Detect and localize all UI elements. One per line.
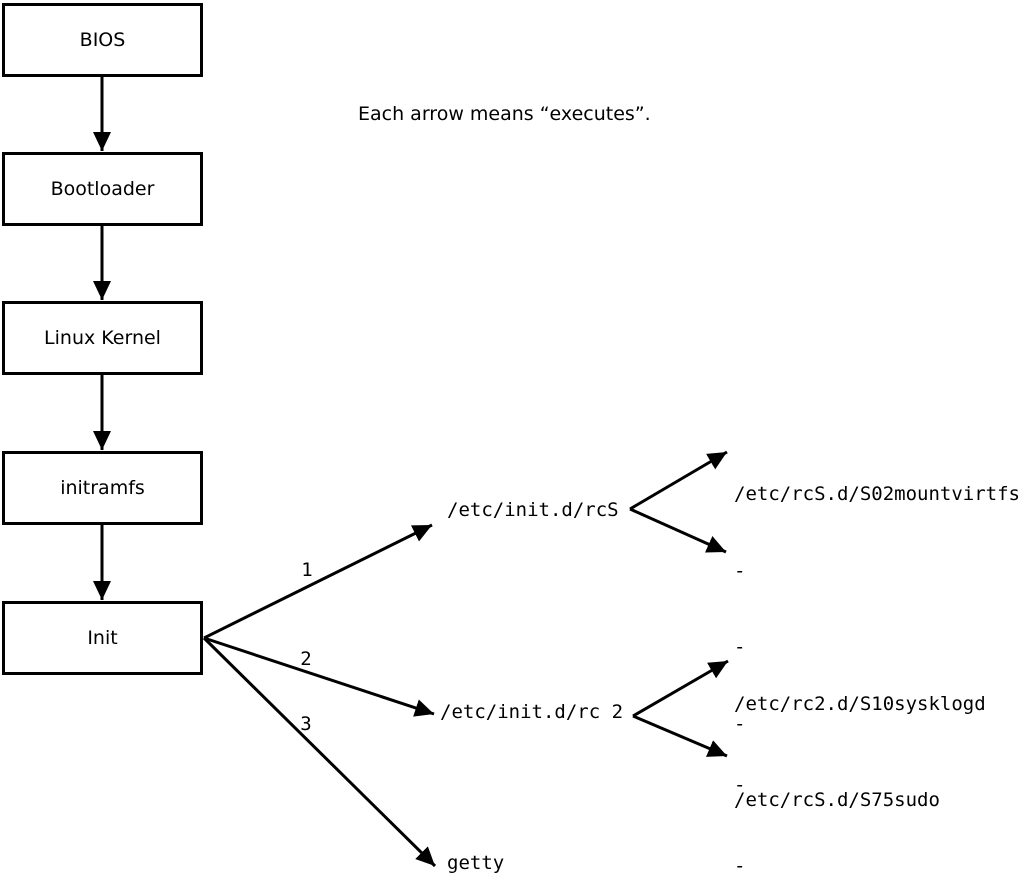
note-text: Each arrow means “executes”. bbox=[358, 103, 651, 125]
rc2-script-ellipsis: - bbox=[734, 855, 746, 875]
node-linux-kernel-label: Linux Kernel bbox=[44, 327, 161, 349]
node-etc-init-d-rc2: /etc/init.d/rc 2 bbox=[440, 701, 624, 723]
node-init-label: Init bbox=[87, 627, 118, 649]
arrow-init-to-getty bbox=[202, 636, 437, 868]
arrow-init-to-rcs bbox=[203, 523, 433, 640]
node-bios: BIOS bbox=[2, 3, 203, 77]
edge-order-label-1: 1 bbox=[301, 559, 313, 581]
rcs-script-list: /etc/rcS.d/S02mountvirtfs - - - /etc/rcS… bbox=[734, 431, 1020, 865]
rc2-script-line: /etc/rc2.d/S10sysklogd bbox=[734, 693, 986, 715]
edge-order-label-3: 3 bbox=[300, 713, 312, 735]
node-bootloader: Bootloader bbox=[2, 152, 203, 226]
rcs-script-ellipsis: - bbox=[734, 712, 746, 735]
arrow-rc2-to-first-script bbox=[632, 659, 729, 718]
node-initramfs-label: initramfs bbox=[60, 477, 145, 499]
edge-order-label-2: 2 bbox=[300, 648, 312, 670]
rcs-script-line: /etc/rcS.d/S02mountvirtfs bbox=[734, 483, 1020, 505]
arrow-rcs-to-last-script bbox=[629, 507, 727, 554]
arrow-rcs-to-first-script bbox=[629, 450, 728, 511]
node-linux-kernel: Linux Kernel bbox=[2, 301, 203, 375]
node-init: Init bbox=[2, 601, 203, 675]
node-getty: getty bbox=[447, 852, 505, 874]
node-bios-label: BIOS bbox=[79, 29, 126, 51]
rc2-script-list: /etc/rc2.d/S10sysklogd - - - /etc/rc2.d/… bbox=[734, 637, 986, 875]
arrow-init-to-rc2 bbox=[203, 636, 435, 717]
rc2-script-ellipsis: - bbox=[734, 774, 746, 796]
rcs-script-ellipsis: - bbox=[734, 559, 746, 582]
node-initramfs: initramfs bbox=[2, 451, 203, 525]
rcs-script-ellipsis: - bbox=[734, 636, 746, 658]
arrow-rc2-to-last-script bbox=[632, 714, 728, 758]
node-bootloader-label: Bootloader bbox=[50, 178, 155, 200]
node-etc-init-d-rcs: /etc/init.d/rcS bbox=[447, 499, 619, 521]
rcs-script-line: /etc/rcS.d/S75sudo bbox=[734, 789, 940, 811]
